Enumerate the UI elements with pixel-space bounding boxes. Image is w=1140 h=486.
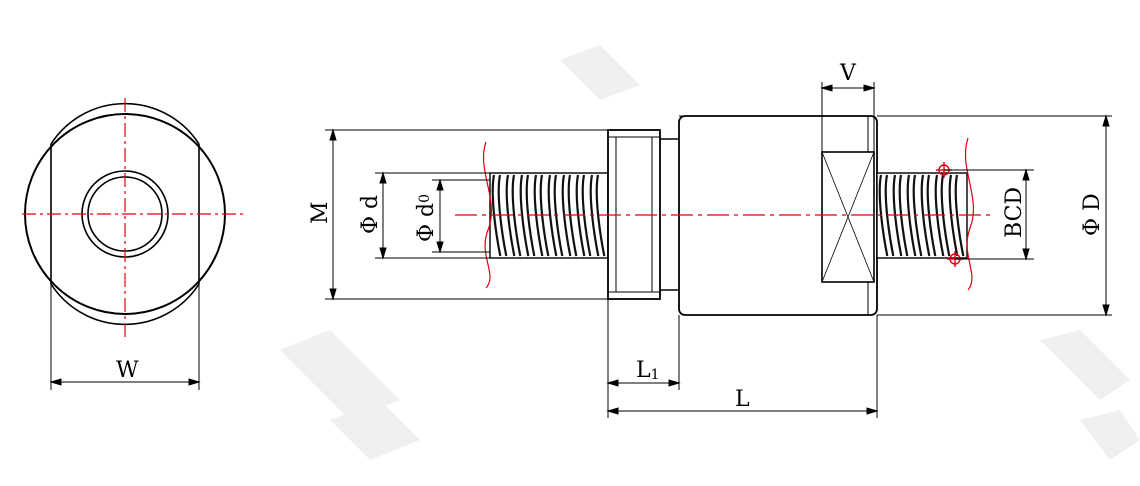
dimension-L1: [606, 299, 681, 418]
dimension-BCD: [944, 168, 1034, 261]
watermark: [280, 45, 1140, 460]
dimension-L: [606, 315, 879, 418]
dimension-phi-d: [375, 171, 492, 260]
label-W: W: [116, 358, 139, 383]
dimension-W: [49, 284, 201, 390]
end-view-centerlines: [22, 98, 243, 338]
label-phi-D: Φ D: [1080, 193, 1105, 236]
label-L: L: [735, 387, 750, 412]
break-lines: [482, 137, 974, 291]
dimension-V: [820, 82, 876, 152]
dimension-phi-D: [877, 114, 1112, 317]
label-phi-d: Φ d: [358, 195, 383, 234]
dimension-M: [325, 128, 608, 301]
label-phi-d0: Φ d0: [414, 194, 439, 242]
label-BCD: BCD: [1002, 187, 1027, 238]
label-M: M: [308, 201, 333, 224]
label-V: V: [839, 61, 857, 86]
label-L1: L1: [636, 358, 660, 383]
wrench-flat: [821, 151, 875, 283]
dimension-phi-d0: [432, 178, 490, 254]
